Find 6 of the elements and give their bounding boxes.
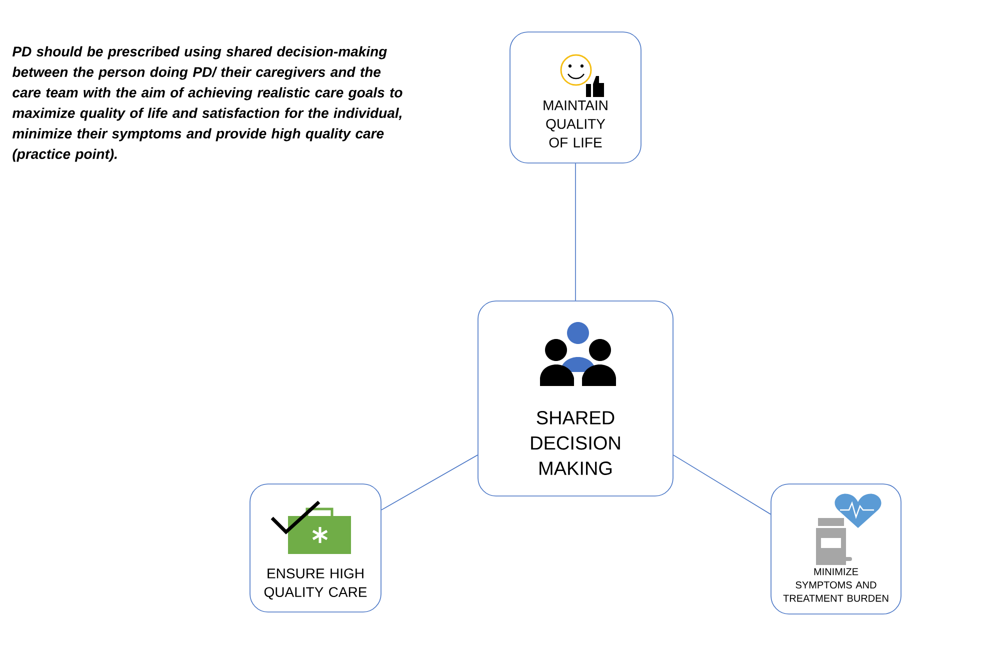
connector-line [673,454,771,515]
rounded-box: MAINTAIN QUALITY OF LIFE [510,32,642,164]
rounded-box: SHARED DECISION MAKING [478,300,674,496]
connector-line [575,163,576,301]
note-text: PD should be prescribed using shared decision-making between the person doing PD/ their caregivers and the care team with the aim of achieving realistic care goals to maximize quality of life and satisfaction for the individual, minimize their symptoms and provide high quality care (practice point). [12,46,402,162]
connector-line [381,454,478,510]
